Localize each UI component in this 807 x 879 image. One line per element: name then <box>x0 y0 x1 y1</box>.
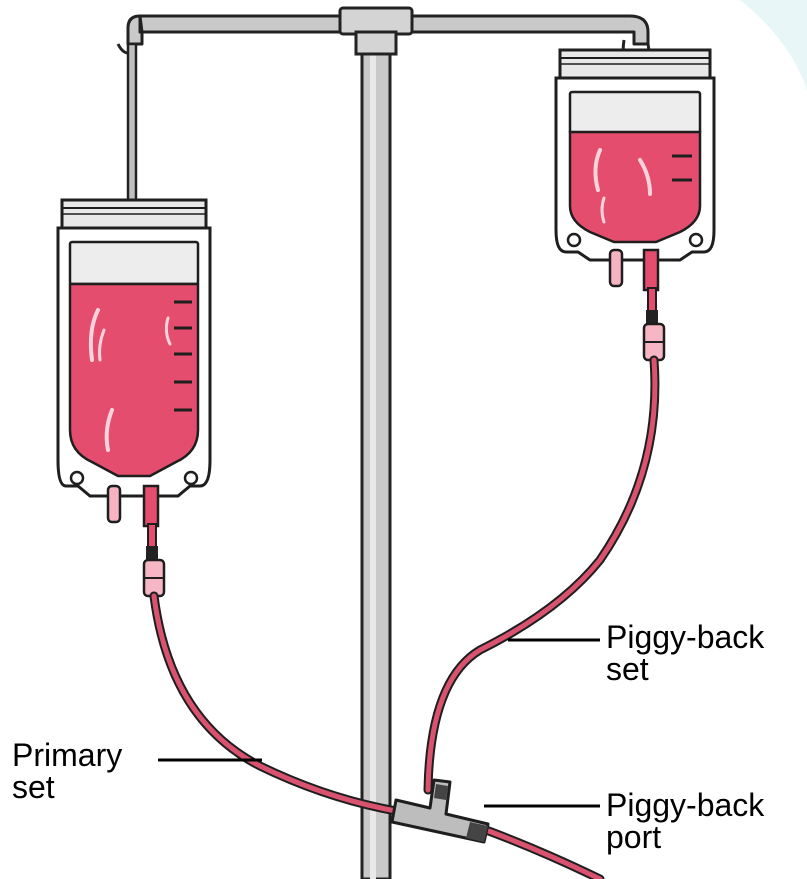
pole-t-joint <box>340 8 412 34</box>
piggyback-bag-tab <box>560 50 710 80</box>
label-piggyback-set-line1: Piggy-back <box>606 619 765 655</box>
label-piggyback-port-line1: Piggy-back <box>606 787 765 823</box>
outflow-tubing <box>486 830 600 879</box>
label-piggyback-set-line2: set <box>606 651 649 687</box>
piggyback-bag <box>556 50 714 360</box>
pole-collar <box>356 32 396 54</box>
label-piggyback-port-line2: port <box>606 819 661 855</box>
label-primary-set-line1: Primary <box>12 737 122 773</box>
left-hook <box>118 44 138 224</box>
primary-bag-fluid <box>70 284 198 476</box>
piggyback-bag-fluid <box>570 132 700 242</box>
piggyback-port <box>392 780 488 842</box>
corner-decoration <box>740 0 807 90</box>
primary-bag-tab <box>62 200 206 230</box>
label-primary-set-line2: set <box>12 769 55 805</box>
label-primary-set: Primary set <box>12 737 131 805</box>
piggyback-tubing <box>428 360 655 790</box>
primary-bag <box>58 200 210 596</box>
label-piggyback-set: Piggy-back set <box>606 619 773 687</box>
label-piggyback-port: Piggy-back port <box>606 787 773 855</box>
